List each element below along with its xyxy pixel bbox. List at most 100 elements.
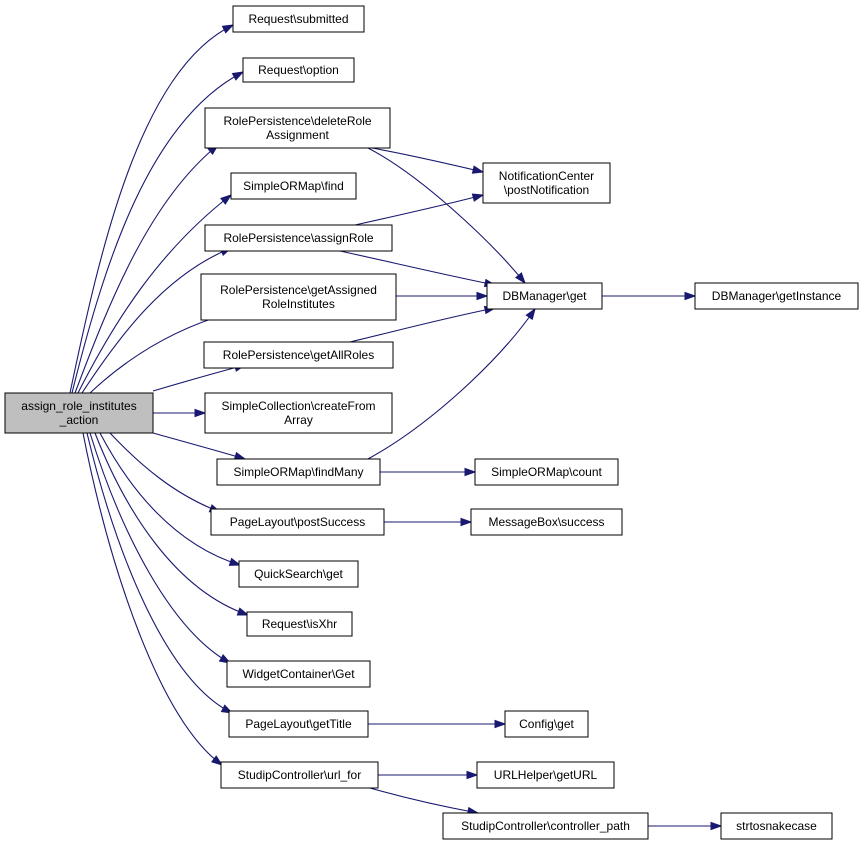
edge-root-to-rp_delete bbox=[74, 144, 220, 394]
arrowhead-icon bbox=[471, 193, 485, 202]
node-box bbox=[203, 341, 394, 369]
node-sc_urlfor[interactable]: StudipController\url_for bbox=[220, 761, 379, 789]
node-req_isxhr[interactable]: Request\isXhr bbox=[246, 611, 353, 637]
edge-root-to-sorm_findmany bbox=[152, 432, 247, 461]
node-mb_success[interactable]: MessageBox\success bbox=[470, 508, 623, 536]
node-label: PageLayout\getTitle bbox=[245, 717, 352, 731]
node-label: DBManager\get bbox=[502, 289, 587, 303]
node-box bbox=[204, 392, 393, 434]
edge-line bbox=[367, 147, 526, 284]
node-urlhelper[interactable]: URLHelper\getURL bbox=[476, 761, 615, 789]
edge-root-to-req_submitted bbox=[69, 24, 235, 394]
node-box bbox=[470, 508, 623, 536]
node-snake[interactable]: strtosnakecase bbox=[720, 812, 833, 840]
node-pl_gettitle[interactable]: PageLayout\getTitle bbox=[228, 710, 369, 738]
node-pl_postsuccess[interactable]: PageLayout\postSuccess bbox=[210, 508, 385, 536]
edge-line bbox=[77, 194, 232, 394]
node-wc_get[interactable]: WidgetContainer\Get bbox=[226, 660, 371, 688]
edge-root-to-sorm_find bbox=[77, 194, 233, 394]
node-box bbox=[4, 392, 154, 434]
edge-line bbox=[74, 144, 219, 394]
edge-rp_delete-to-db_get bbox=[367, 147, 526, 285]
edge-line bbox=[367, 308, 536, 460]
arrowhead-icon bbox=[466, 770, 479, 780]
node-label: SimpleORMap\findMany bbox=[233, 465, 363, 479]
node-box bbox=[486, 282, 603, 310]
node-sorm_count[interactable]: SimpleORMap\count bbox=[474, 458, 619, 486]
node-db_getinstance[interactable]: DBManager\getInstance bbox=[694, 282, 859, 310]
node-label: Array bbox=[284, 413, 313, 427]
node-sc_ctrlpath[interactable]: StudipController\controller_path bbox=[442, 812, 649, 840]
edge-line bbox=[109, 432, 221, 513]
arrowhead-icon bbox=[476, 291, 489, 301]
node-box bbox=[228, 710, 369, 738]
node-label: RoleInstitutes bbox=[262, 297, 335, 311]
node-label: StudipController\url_for bbox=[238, 768, 361, 782]
node-rp_assign[interactable]: RolePersistence\assignRole bbox=[204, 224, 393, 252]
node-box bbox=[232, 5, 365, 33]
node-label: URLHelper\getURL bbox=[494, 768, 598, 782]
node-box bbox=[204, 107, 391, 149]
node-label: strtosnakecase bbox=[736, 819, 817, 833]
node-box bbox=[482, 162, 611, 204]
node-label: MessageBox\success bbox=[488, 515, 604, 529]
node-db_get[interactable]: DBManager\get bbox=[486, 282, 603, 310]
arrowhead-icon bbox=[471, 165, 485, 174]
node-box bbox=[200, 273, 397, 321]
node-label: RolePersistence\deleteRole bbox=[223, 114, 371, 128]
edge-line bbox=[94, 432, 249, 616]
node-box bbox=[238, 560, 359, 588]
nodes-layer: assign_role_institutes_action Request\sub… bbox=[4, 5, 859, 840]
node-label: assign_role_institutes bbox=[21, 399, 136, 413]
node-box bbox=[720, 812, 833, 840]
node-config_get[interactable]: Config\get bbox=[504, 710, 589, 738]
edge-line bbox=[69, 24, 234, 394]
node-qs_get[interactable]: QuickSearch\get bbox=[238, 560, 359, 588]
edge-sorm_findmany-to-db_get bbox=[367, 307, 536, 460]
arrowhead-icon bbox=[460, 517, 473, 527]
edge-line bbox=[71, 71, 244, 394]
arrowhead-icon bbox=[236, 607, 250, 616]
node-label: QuickSearch\get bbox=[254, 567, 343, 581]
node-root[interactable]: assign_role_institutes_action bbox=[4, 392, 154, 434]
edge-line bbox=[354, 194, 484, 226]
edge-root-to-pl_gettitle bbox=[86, 432, 234, 714]
node-label: Request\isXhr bbox=[262, 617, 337, 631]
node-box bbox=[226, 660, 371, 688]
node-box bbox=[504, 710, 589, 738]
edge-rp_getassigned-to-db_get bbox=[396, 291, 489, 301]
node-label: _action bbox=[59, 413, 99, 427]
node-rp_getassigned[interactable]: RolePersistence\getAssignedRoleInstitute… bbox=[200, 273, 397, 321]
node-req_submitted[interactable]: Request\submitted bbox=[232, 5, 365, 33]
node-box bbox=[476, 761, 615, 789]
node-label: SimpleORMap\find bbox=[243, 179, 344, 193]
arrowhead-icon bbox=[710, 821, 723, 831]
node-box bbox=[246, 611, 353, 637]
node-nc_post[interactable]: NotificationCenter\postNotification bbox=[482, 162, 611, 204]
node-req_option[interactable]: Request\option bbox=[242, 57, 355, 83]
node-label: Request\submitted bbox=[248, 12, 348, 26]
arrowhead-icon bbox=[494, 719, 507, 729]
node-sorm_findmany[interactable]: SimpleORMap\findMany bbox=[216, 458, 381, 486]
node-label: \postNotification bbox=[504, 183, 589, 197]
edge-root-to-req_option bbox=[71, 71, 245, 394]
node-label: RolePersistence\assignRole bbox=[223, 231, 373, 245]
node-box bbox=[242, 57, 355, 83]
node-rp_getall[interactable]: RolePersistence\getAllRoles bbox=[203, 341, 394, 369]
node-label: Assignment bbox=[266, 128, 329, 142]
edge-line bbox=[369, 787, 479, 814]
node-label: PageLayout\postSuccess bbox=[230, 515, 365, 529]
node-label: RolePersistence\getAllRoles bbox=[223, 348, 374, 362]
edge-line bbox=[99, 432, 241, 566]
edges-layer bbox=[69, 24, 723, 831]
edge-line bbox=[86, 432, 233, 714]
edge-pl_postsuccess-to-mb_success bbox=[384, 517, 473, 527]
node-box bbox=[204, 224, 393, 252]
arrowhead-icon bbox=[221, 24, 235, 34]
node-box bbox=[694, 282, 859, 310]
node-sorm_find[interactable]: SimpleORMap\find bbox=[230, 172, 357, 200]
edge-line bbox=[82, 432, 223, 766]
node-label: RolePersistence\getAssigned bbox=[220, 283, 377, 297]
